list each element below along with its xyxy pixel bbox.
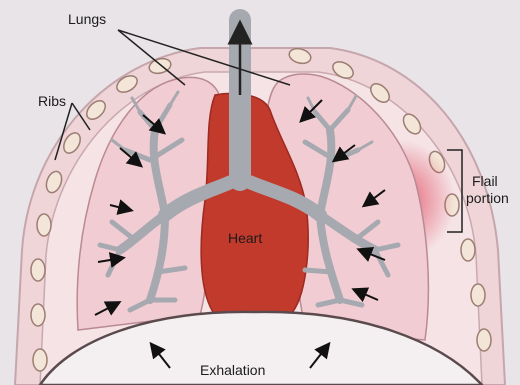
- flail-label-line1: Flail: [472, 173, 498, 189]
- exhalation-label: Exhalation: [200, 362, 265, 378]
- heart-label: Heart: [228, 230, 262, 246]
- ribs-label: Ribs: [38, 93, 66, 109]
- lungs-label: Lungs: [68, 11, 106, 27]
- flail-label-line2: portion: [466, 190, 509, 206]
